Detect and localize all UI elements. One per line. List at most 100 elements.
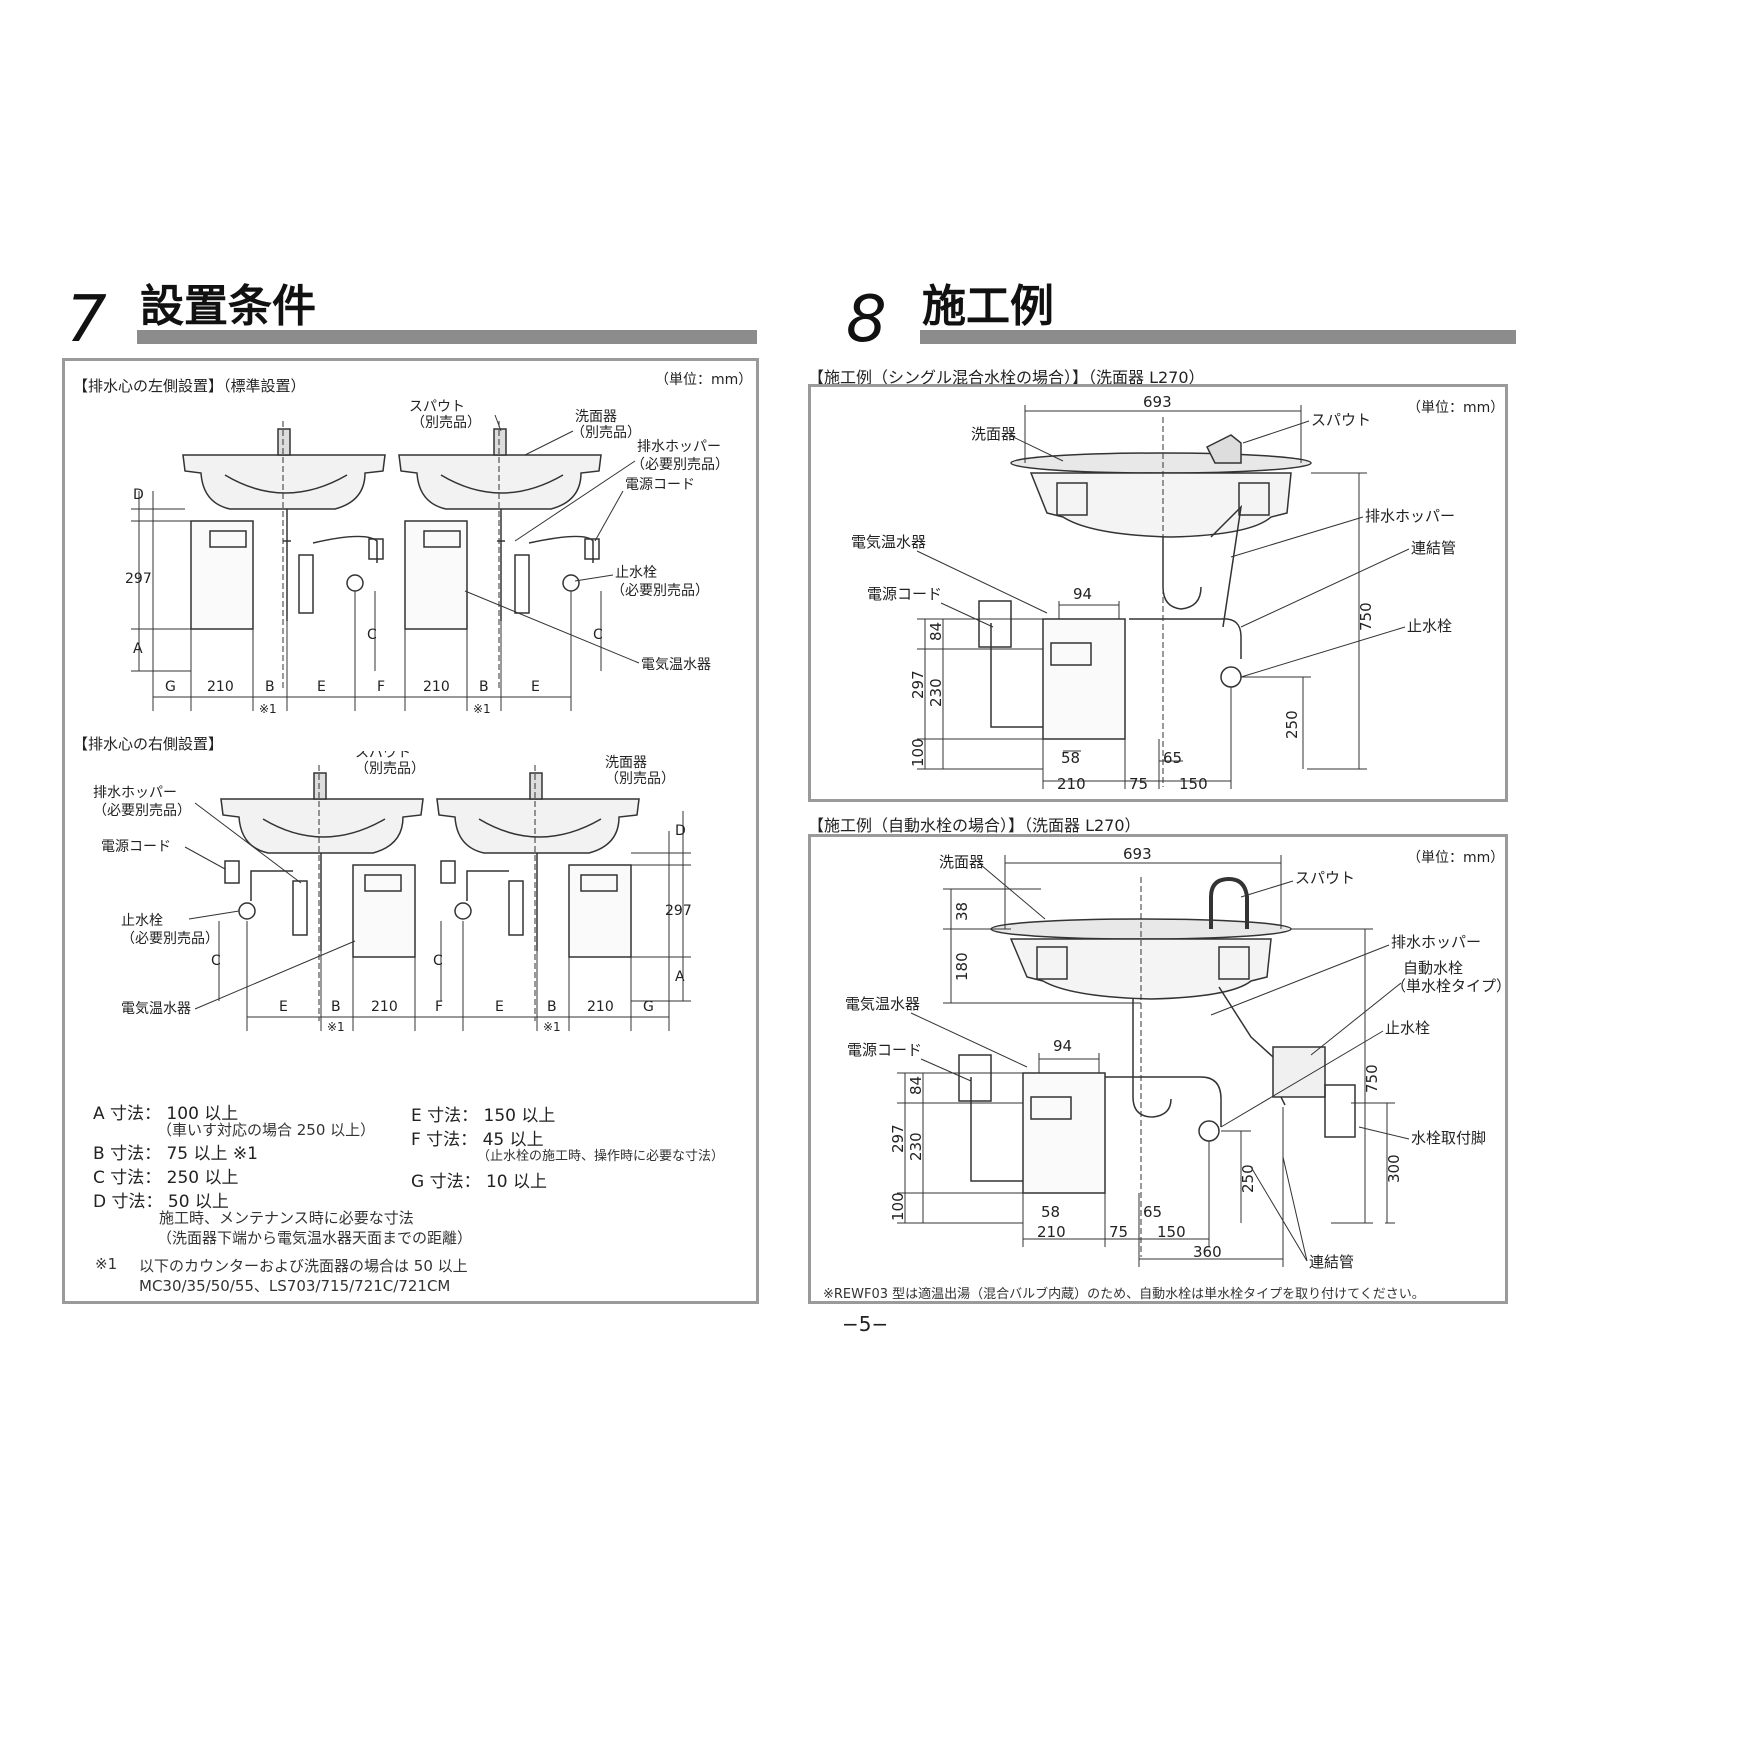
- cord-label-r: 電源コード: [101, 839, 171, 855]
- ex1-dim-230: 230: [927, 678, 945, 707]
- ex2-dim-250: 250: [1239, 1164, 1257, 1193]
- ex1-dim-250: 250: [1283, 710, 1301, 739]
- footnote-line-1: 以下のカウンターおよび洗面器の場合は 50 以上: [139, 1257, 468, 1275]
- stop-valve-required: （必要別売品）: [611, 583, 709, 599]
- dim-b2-label: B: [479, 679, 489, 695]
- dim-e-label-r: E: [279, 999, 288, 1015]
- dim-e2-label: E: [531, 679, 540, 695]
- ex1-dim-75: 75: [1129, 775, 1148, 793]
- condition-a: A 寸法： 100 以上: [93, 1104, 239, 1124]
- dim-f-label: F: [377, 679, 385, 695]
- example-2-title: 【施工例（自動水栓の場合）】（洗面器 L270）: [808, 816, 1141, 835]
- section-8-title: 施工例: [922, 281, 1054, 332]
- stop-valve-label-r: 止水栓: [121, 913, 163, 929]
- ex2-dim-230: 230: [907, 1132, 925, 1161]
- left-drain-diagram: D 297 A C C G 210 B E F 210 B E ※1 ※1 スパ…: [125, 399, 729, 716]
- hopper-required: （必要別売品）: [631, 457, 729, 473]
- example-2-unit: （単位：mm）: [1407, 850, 1505, 866]
- ex2-dim-38: 38: [953, 902, 971, 921]
- dim-210b-label-r: 210: [587, 999, 614, 1015]
- example-2-diagram: 693 94 58 65 210 75 150 360 38 180 84 29…: [845, 845, 1505, 1271]
- condition-f: F 寸法： 45 以上: [411, 1130, 544, 1150]
- condition-a-sub: （車いす対応の場合 250 以上）: [157, 1121, 376, 1139]
- example-2-footnote: ※REWF03 型は適温出湯（混合バルブ内蔵）のため、自動水栓は単水栓タイプを取…: [823, 1287, 1425, 1302]
- ex2-cord-label: 電源コード: [847, 1041, 922, 1059]
- ex1-stop-valve-label: 止水栓: [1407, 617, 1452, 635]
- ex1-cord-label: 電源コード: [867, 585, 942, 603]
- ex2-faucet-leg-label: 水栓取付脚: [1411, 1129, 1486, 1147]
- ex1-dim-94: 94: [1073, 585, 1092, 603]
- footnote-mark: ※1: [95, 1255, 118, 1273]
- note1-mark-r2: ※1: [543, 1020, 561, 1034]
- condition-b: B 寸法： 75 以上 ※1: [93, 1144, 258, 1164]
- condition-e: E 寸法： 150 以上: [411, 1106, 556, 1126]
- dim-a-label: A: [133, 641, 143, 657]
- dim-b-label-r: B: [331, 999, 341, 1015]
- hopper-label: 排水ホッパー: [637, 439, 721, 455]
- ex2-dim-297: 297: [889, 1124, 907, 1153]
- hopper-label-r: 排水ホッパー: [93, 785, 177, 801]
- page-number: −5−: [842, 1312, 889, 1336]
- dim-a-label-r: A: [675, 969, 685, 985]
- right-drain-diagram: D 297 A C C E B 210 F E B 210 G ※1 ※1 スパ…: [93, 751, 692, 1034]
- basin-sold-separately: （別売品）: [571, 425, 641, 441]
- ex2-dim-150: 150: [1157, 1223, 1186, 1241]
- dim-c-label-r: C: [211, 953, 221, 969]
- left-drain-title: 【排水心の左側設置】（標準設置）: [73, 377, 306, 395]
- ex2-dim-84: 84: [907, 1076, 925, 1095]
- section-7-title: 設置条件: [140, 281, 316, 332]
- dim-d-label: D: [133, 487, 144, 503]
- note1-mark: ※1: [259, 702, 277, 716]
- ex2-dim-693: 693: [1123, 845, 1152, 863]
- ex1-dim-693: 693: [1143, 393, 1172, 411]
- section-7-number: 7: [66, 283, 107, 357]
- condition-f-sub: （止水栓の施工時、操作時に必要な寸法）: [477, 1149, 725, 1164]
- dim-g-label-r: G: [643, 999, 654, 1015]
- ex2-single-type-label: （単水栓タイプ）: [1391, 977, 1505, 995]
- dim-d-label-r: D: [675, 823, 686, 839]
- dim-g-label: G: [165, 679, 176, 695]
- ex1-dim-65: 65: [1163, 749, 1182, 767]
- ex2-dim-94: 94: [1053, 1037, 1072, 1055]
- ex2-dim-360: 360: [1193, 1243, 1222, 1261]
- note1-mark-r: ※1: [327, 1020, 345, 1034]
- ex1-basin-label: 洗面器: [971, 425, 1016, 443]
- ex2-dim-300: 300: [1385, 1154, 1403, 1183]
- dim-210b-label: 210: [423, 679, 450, 695]
- dim-f-label-r: F: [435, 999, 443, 1015]
- condition-g: G 寸法： 10 以上: [411, 1172, 548, 1192]
- dim-210-label-r: 210: [371, 999, 398, 1015]
- stop-valve-label: 止水栓: [615, 565, 657, 581]
- example-2-panel: （単位：mm）: [808, 834, 1508, 1304]
- dim-c-label: C: [367, 627, 377, 643]
- ex1-dim-58: 58: [1061, 749, 1080, 767]
- dim-210-label: 210: [207, 679, 234, 695]
- right-drain-title: 【排水心の右側設置】: [73, 735, 224, 753]
- ex1-dim-210: 210: [1057, 775, 1086, 793]
- dim-c2-label-r: C: [433, 953, 443, 969]
- ex2-dim-180: 180: [953, 952, 971, 981]
- ex1-heater-label: 電気温水器: [851, 533, 926, 551]
- ex2-auto-faucet-label: 自動水栓: [1403, 959, 1463, 977]
- example-1-diagram: 693 94 58 65 210 75 150 84 297 230 100 7…: [851, 393, 1456, 793]
- ex2-heater-label: 電気温水器: [845, 995, 920, 1013]
- ex1-dim-150: 150: [1179, 775, 1208, 793]
- ex1-dim-297: 297: [909, 670, 927, 699]
- hopper-required-r: （必要別売品）: [93, 803, 191, 819]
- basin-label-r: 洗面器: [605, 755, 647, 771]
- example-1-panel: （単位：mm）: [808, 384, 1508, 802]
- ex1-dim-750: 750: [1357, 602, 1375, 631]
- ex2-dim-210: 210: [1037, 1223, 1066, 1241]
- ex2-dim-58: 58: [1041, 1203, 1060, 1221]
- section-8-number: 8: [846, 283, 887, 357]
- condition-d-sub1: 施工時、メンテナンス時に必要な寸法: [159, 1209, 414, 1227]
- spout-sold-separately: （別売品）: [411, 415, 481, 431]
- ex2-dim-750: 750: [1363, 1064, 1381, 1093]
- ex1-dim-100: 100: [909, 738, 927, 767]
- unit-label: （単位：mm）: [655, 372, 753, 388]
- section-7-title-bar: [137, 330, 757, 344]
- example-1-unit: （単位：mm）: [1407, 400, 1505, 416]
- spout-sold-sep-r: （別売品）: [355, 761, 425, 777]
- example-1-title: 【施工例（シングル混合水栓の場合）】（洗面器 L270）: [808, 368, 1205, 387]
- dim-297-label-r: 297: [665, 903, 692, 919]
